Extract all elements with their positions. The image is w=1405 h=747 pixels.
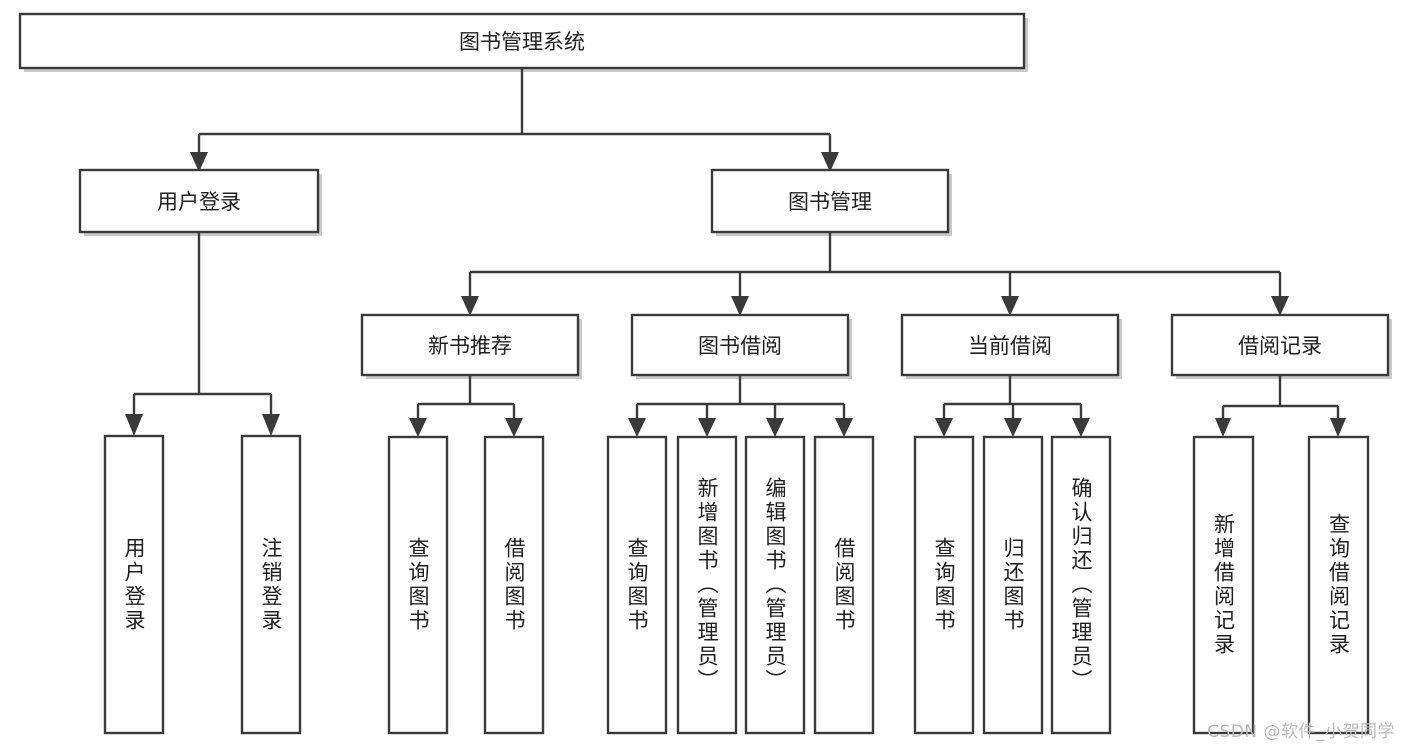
- label-book-borrow: 图书借阅: [698, 334, 782, 358]
- arrowhead-new-book: [461, 296, 479, 316]
- arrowhead-borrow-record-leaf-2: [1330, 418, 1346, 437]
- label-current-borrow: 当前借阅: [968, 334, 1052, 358]
- connector-lines: [132, 68, 1340, 418]
- arrowhead-new-book-leaf-2: [505, 418, 523, 437]
- leaf-box-current-borrow-1[interactable]: [913, 435, 975, 735]
- arrowhead-user-login: [190, 152, 208, 172]
- label-new-book: 新书推荐: [428, 334, 512, 358]
- label-user-login: 用户登录: [157, 190, 241, 214]
- arrowhead-current-borrow-leaf-3: [1072, 418, 1090, 437]
- leaf-box-book-borrow-1[interactable]: [606, 435, 668, 735]
- leaf-box-user-login-2[interactable]: [240, 434, 302, 735]
- leaf-box-current-borrow-3[interactable]: [1050, 435, 1112, 735]
- watermark-text: CSDN @软件_小贺同学: [1207, 722, 1395, 742]
- arrowhead-book-borrow: [731, 296, 749, 316]
- node-current-borrow[interactable]: [900, 313, 1120, 377]
- leaf-box-book-borrow-3[interactable]: [744, 435, 806, 735]
- arrowhead-book-manage: [821, 152, 839, 172]
- label-book-manage: 图书管理: [788, 190, 872, 214]
- node-boxes: [18, 12, 1390, 735]
- node-labels: 图书管理系统 用户登录 图书管理 新书推荐 图书借阅 当前借阅 借阅记录: [157, 30, 1322, 358]
- arrowhead-user-login-leaf-1: [125, 414, 143, 436]
- arrowhead-current-borrow-leaf-1: [935, 418, 953, 437]
- node-book-manage[interactable]: [710, 168, 950, 234]
- node-user-login[interactable]: [78, 168, 320, 234]
- node-root[interactable]: [18, 12, 1026, 70]
- arrowhead-book-borrow-leaf-3: [766, 418, 784, 437]
- leaf-box-user-login-1[interactable]: [103, 434, 165, 735]
- node-book-borrow[interactable]: [630, 313, 850, 377]
- leaf-box-book-borrow-4[interactable]: [813, 435, 875, 735]
- label-root: 图书管理系统: [459, 30, 585, 54]
- arrowhead-borrow-record: [1271, 296, 1289, 316]
- arrowhead-current-borrow: [1001, 296, 1019, 316]
- arrowhead-user-login-leaf-2: [262, 414, 280, 436]
- node-borrow-record[interactable]: [1170, 313, 1390, 377]
- arrowhead-book-borrow-leaf-4: [835, 418, 853, 437]
- node-new-book[interactable]: [360, 313, 580, 377]
- leaf-box-book-borrow-2[interactable]: [676, 435, 738, 735]
- leaf-box-borrow-record-2[interactable]: [1307, 435, 1370, 735]
- label-borrow-record: 借阅记录: [1238, 334, 1322, 358]
- arrowhead-book-borrow-leaf-1: [628, 418, 646, 437]
- connector-arrowheads: [125, 152, 1346, 437]
- leaf-box-borrow-record-1[interactable]: [1192, 435, 1255, 735]
- arrowhead-book-borrow-leaf-2: [698, 418, 716, 437]
- arrowhead-new-book-leaf-1: [409, 418, 427, 437]
- leaf-box-current-borrow-2[interactable]: [982, 435, 1044, 735]
- arrowhead-current-borrow-leaf-2: [1004, 418, 1022, 437]
- leaf-box-new-book-1[interactable]: [387, 435, 449, 735]
- arrowhead-borrow-record-leaf-1: [1215, 418, 1231, 437]
- leaf-box-new-book-2[interactable]: [483, 435, 545, 735]
